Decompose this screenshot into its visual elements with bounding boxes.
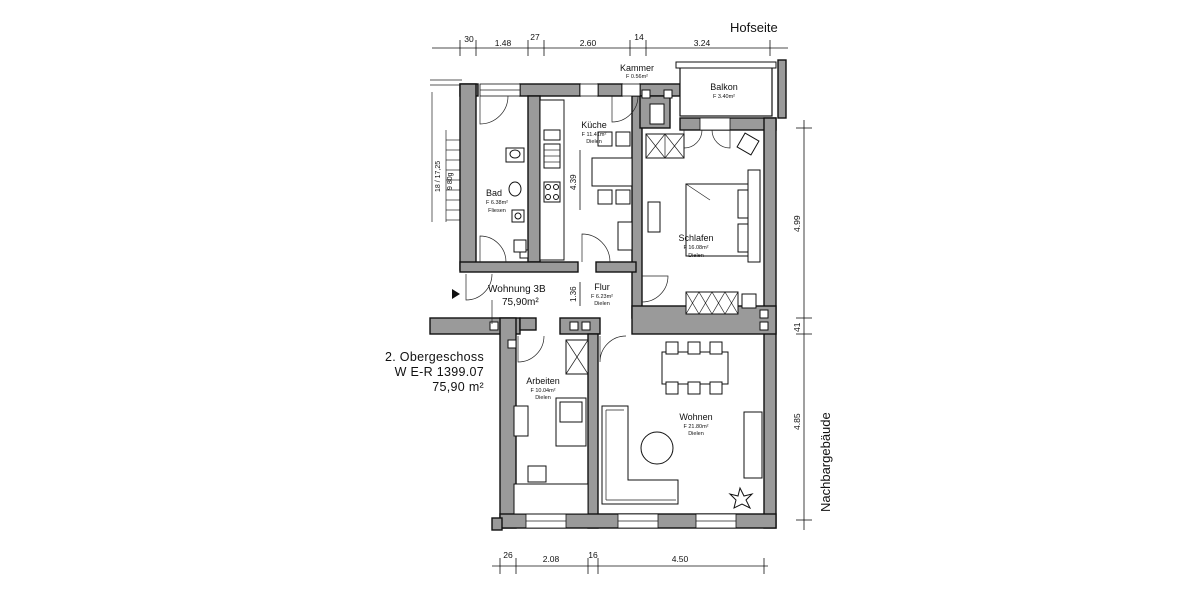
room-balkon-area: F 3.40m²	[713, 94, 735, 100]
coffee-table	[640, 431, 674, 465]
room-flur-area: F 6.23m²	[591, 294, 613, 300]
room-bad-name: Bad	[486, 188, 502, 198]
dim-top-6: 3.24	[694, 38, 711, 48]
kitchen-table	[591, 157, 633, 187]
nachbargebaeude-label: Nachbargebäude	[818, 412, 833, 512]
stair-dim-sub: 9 80g	[447, 172, 454, 190]
plant-icon	[728, 486, 754, 510]
room-wohnen-name: Wohnen	[679, 412, 712, 422]
room-kammer-name: Kammer	[620, 63, 654, 73]
floor-info: 2. Obergeschoss W E-R 1399.07 75,90 m²	[330, 350, 484, 395]
room-arbeiten-area: F 10.04m²	[530, 388, 555, 394]
room-bad-floor: Fliesen	[488, 208, 506, 214]
dining-table	[661, 351, 729, 385]
wall-markers	[489, 89, 769, 349]
unit-area: 75,90m²	[502, 297, 539, 308]
furniture	[505, 99, 763, 515]
dim-top-3: 27	[530, 32, 540, 42]
unit-name: Wohnung 3B	[488, 284, 546, 295]
top-dimension-chain: 30 1.48 27 2.60 14 3.24	[432, 32, 788, 56]
bottom-dimension-chain: 26 2.08 16 4.50	[492, 550, 768, 574]
dim-top-2: 1.48	[495, 38, 512, 48]
room-schlafen-floor: Dielen	[688, 253, 704, 259]
room-flur-floor: Dielen	[594, 301, 610, 307]
right-dimension-chain: 4.99 41 4.85	[792, 120, 812, 530]
room-balkon-name: Balkon	[710, 82, 738, 92]
room-flur-name: Flur	[594, 282, 610, 292]
doors	[465, 95, 731, 363]
room-kammer-area: F 0.56m²	[626, 74, 648, 80]
dim-bottom-4: 4.50	[672, 554, 689, 564]
hofseite-label: Hofseite	[730, 20, 778, 35]
room-bad-area: F 6.38m²	[486, 200, 508, 206]
dim-bottom-2: 2.08	[543, 554, 560, 564]
dim-bottom-3: 16	[588, 550, 598, 560]
dim-top-5: 14	[634, 32, 644, 42]
windows	[479, 83, 737, 529]
toilet-icon	[508, 181, 522, 197]
kitchen-counter	[539, 99, 565, 261]
sofa	[601, 405, 679, 505]
floor-area: 75,90 m²	[432, 380, 484, 394]
room-wohnen-area: F 21.80m²	[683, 424, 708, 430]
floor-name: 2. Obergeschoss	[385, 350, 484, 364]
dim-top-4: 2.60	[580, 38, 597, 48]
room-arbeiten-name: Arbeiten	[526, 376, 560, 386]
flur-dim: 1.36	[569, 286, 578, 302]
dim-bottom-1: 26	[503, 550, 513, 560]
dim-right-1: 4.99	[792, 215, 802, 232]
floor-reference: W E-R 1399.07	[394, 365, 484, 379]
room-kueche-area: F 11.41m²	[582, 132, 607, 138]
dim-right-2: 41	[792, 322, 802, 332]
dim-right-3: 4.85	[792, 413, 802, 430]
room-wohnen-floor: Dielen	[688, 431, 704, 437]
room-labels: Kammer F 0.56m² Balkon F 3.40m² Küche F …	[486, 63, 738, 437]
kueche-dim: 4.39	[569, 174, 578, 190]
room-kueche-name: Küche	[581, 120, 607, 130]
entry-arrow-icon	[452, 289, 460, 299]
stair-dim: 18 / 17,25	[435, 161, 442, 192]
room-schlafen-name: Schlafen	[678, 233, 713, 243]
room-arbeiten-floor: Dielen	[535, 395, 551, 401]
desk	[513, 483, 589, 515]
room-kueche-floor: Dielen	[586, 139, 602, 145]
room-schlafen-area: F 16.08m²	[683, 245, 708, 251]
staircase: 18 / 17,25 9 80g	[430, 79, 462, 222]
dim-top-1: 30	[464, 34, 474, 44]
